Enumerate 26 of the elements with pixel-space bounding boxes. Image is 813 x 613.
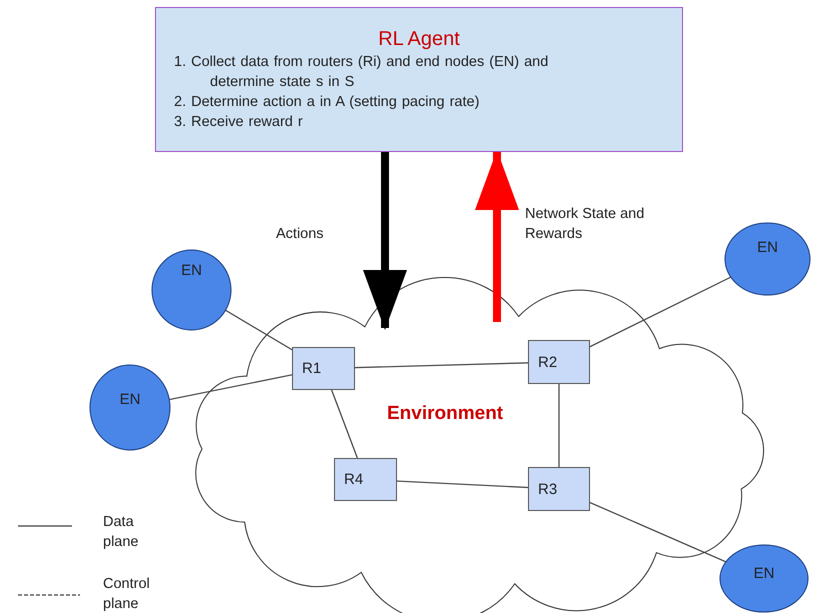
router-box: R2 [528, 340, 590, 384]
environment-label: Environment [387, 403, 504, 425]
router-box: R4 [334, 458, 397, 501]
agent-title: RL Agent [377, 28, 461, 51]
link-line [558, 384, 560, 467]
arrow [475, 150, 519, 322]
router-box: R3 [528, 467, 590, 511]
node-label: EN [752, 565, 776, 582]
agent-box [155, 7, 683, 152]
link-line [354, 362, 528, 368]
link-line [225, 310, 292, 350]
link-line [590, 276, 732, 348]
arrow [363, 152, 407, 330]
link-line [331, 390, 358, 458]
node-label: EN [756, 239, 779, 256]
node-label: EN [180, 262, 203, 279]
link-line [590, 502, 726, 562]
legend-label: Control plane [103, 575, 151, 613]
list-item: 2. Determine action a in A (setting pacing rate) [174, 93, 480, 112]
router-box: R1 [292, 347, 355, 390]
node-label: EN [118, 391, 142, 408]
legend-label: Data plane [103, 513, 140, 552]
list-item: 1. Collect data from routers (Ri) and end nodes (EN) and determine state s in S [174, 53, 550, 92]
link-line [396, 480, 528, 488]
link-line [169, 374, 292, 400]
list-item: 3. Receive reward r [174, 113, 304, 132]
